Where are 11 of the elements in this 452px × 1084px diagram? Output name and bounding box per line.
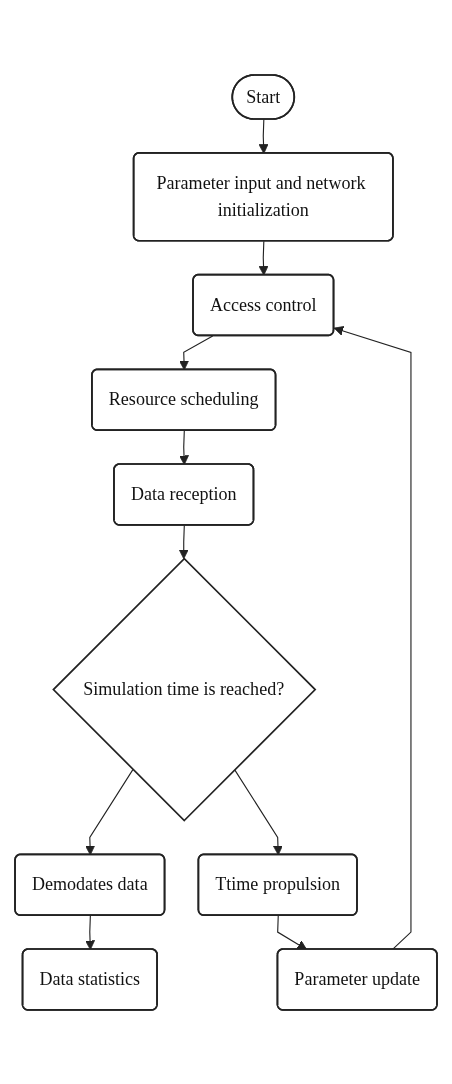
arrow [85,768,134,855]
arrow [179,335,214,370]
arrow [258,240,269,276]
arrow [234,768,283,855]
arrow [178,524,189,559]
arrow [277,914,308,950]
node-diamond: Simulation time is reached? [52,557,317,822]
arrow [258,118,269,154]
arrow [333,325,412,950]
arrow [179,429,189,465]
arrow [85,914,95,950]
